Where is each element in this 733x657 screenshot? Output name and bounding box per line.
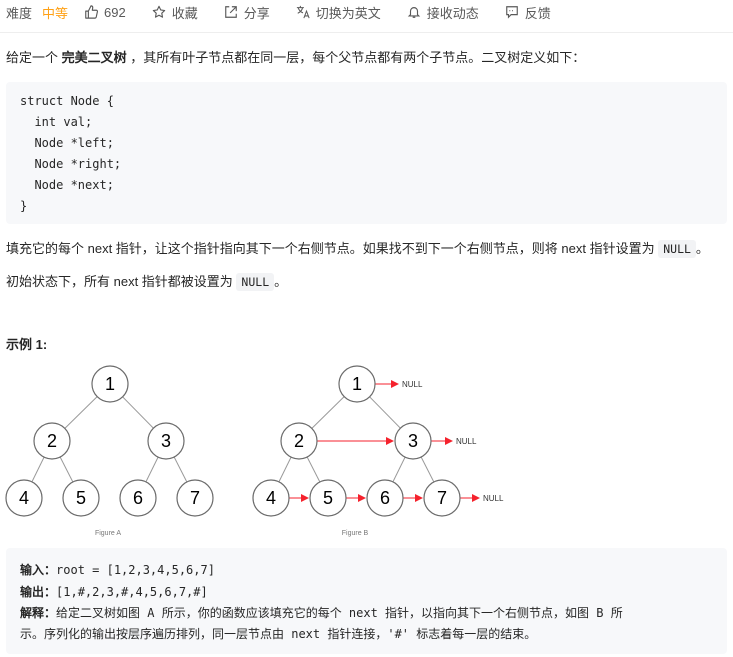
tree-node: 5 (62, 479, 100, 517)
node-label: 3 (161, 431, 171, 451)
thumbs-up-icon (84, 5, 99, 19)
tree-node: 3 (147, 422, 185, 460)
tree-node: 6 (366, 479, 404, 517)
tree-node: 7 (423, 479, 461, 517)
null-label: NULL (402, 380, 423, 389)
description-paragraph-2: 填充它的每个 next 指针，让这个指针指向其下一个右侧节点。如果找不到下一个右… (6, 238, 709, 258)
node-label: 2 (47, 431, 57, 451)
translate-icon (296, 5, 310, 19)
node-label: 4 (19, 488, 29, 508)
tree-node: 6 (119, 479, 157, 517)
desc-text: 。 (274, 274, 288, 289)
switch-language-button[interactable]: 切换为英文 (296, 3, 381, 22)
explanation-label: 解释： (20, 606, 57, 620)
share-label: 分享 (243, 5, 270, 21)
desc-text: 填充它的每个 next 指针，让这个指针指向其下一个右侧节点。如果找不到下一个右… (6, 241, 659, 256)
code-line: } (20, 199, 28, 213)
tree-node: 1 (338, 365, 376, 403)
tree-node: 5 (309, 479, 347, 517)
node-label: 1 (352, 374, 362, 394)
switch-language-label: 切换为英文 (315, 5, 381, 21)
feedback-button[interactable]: 反馈 (505, 3, 551, 22)
tree-node: 7 (176, 479, 214, 517)
desc-text: ，其所有叶子节点都在同一层，每个父节点都有两个子节点。二叉树定义如下： (126, 50, 586, 65)
null-label: NULL (483, 494, 504, 503)
null-code: NULL (236, 273, 275, 291)
input-value: root = [1,2,3,4,5,6,7] (56, 563, 215, 577)
notify-label: 接收动态 (426, 5, 479, 21)
figure-b-caption: Figure B (342, 530, 369, 537)
code-line: Node *next; (20, 178, 114, 192)
notify-button[interactable]: 接收动态 (407, 3, 479, 22)
tree-node: 4 (252, 479, 290, 517)
output-value: [1,#,2,3,#,4,5,6,7,#] (56, 585, 208, 599)
description-paragraph-3: 初始状态下，所有 next 指针都被设置为 NULL。 (6, 271, 288, 291)
feedback-label: 反馈 (524, 5, 551, 21)
tree-node: 2 (280, 422, 318, 460)
input-line: 输入：root = [1,2,3,4,5,6,7] (20, 561, 215, 578)
desc-text: 。 (695, 241, 709, 256)
favorite-label: 收藏 (171, 5, 198, 21)
code-line: struct Node { (20, 94, 114, 108)
tree-node: 1 (91, 365, 129, 403)
perfect-binary-tree-term: 完美二叉树 (61, 50, 127, 65)
favorite-button[interactable]: 收藏 (152, 3, 198, 22)
code-line: int val; (20, 115, 93, 129)
difficulty: 难度 中等 (6, 3, 68, 22)
node-label: 5 (76, 488, 86, 508)
tree-node: 3 (394, 422, 432, 460)
explanation-line-1: 解释：给定二叉树如图 A 所示，你的函数应该填充它的每个 next 指针，以指向… (20, 604, 623, 621)
node-label: 6 (380, 488, 390, 508)
description-paragraph-1: 给定一个 完美二叉树 ，其所有叶子节点都在同一层，每个父节点都有两个子节点。二叉… (6, 48, 585, 68)
code-line: Node *right; (20, 157, 122, 171)
input-label: 输入： (20, 563, 57, 577)
example-io-block: 输入：root = [1,2,3,4,5,6,7] 输出：[1,#,2,3,#,… (6, 548, 727, 654)
tree-node: 2 (33, 422, 71, 460)
node-label: 7 (437, 488, 447, 508)
desc-text: 初始状态下，所有 next 指针都被设置为 (6, 274, 237, 289)
problem-toolbar: 难度 中等 692 收藏 分享 切换为英文 接收动态 反馈 (0, 0, 733, 24)
node-label: 7 (190, 488, 200, 508)
like-button[interactable]: 692 (84, 5, 126, 20)
output-line: 输出：[1,#,2,3,#,4,5,6,7,#] (20, 583, 208, 600)
like-count: 692 (104, 4, 126, 20)
feedback-icon (505, 5, 519, 19)
next-pointer-arrows (289, 380, 480, 502)
explanation-line-2: 示。序列化的输出按层序遍历排列，同一层节点由 next 指针连接，'#' 标志着… (20, 625, 536, 642)
share-icon (224, 5, 238, 19)
star-icon (152, 5, 166, 19)
difficulty-value: 中等 (42, 5, 69, 21)
node-label: 3 (408, 431, 418, 451)
explanation-text: 给定二叉树如图 A 所示，你的函数应该填充它的每个 next 指针，以指向其下一… (56, 606, 623, 620)
null-code: NULL (658, 240, 696, 258)
difficulty-label: 难度 (6, 5, 33, 21)
toolbar-divider (0, 32, 733, 33)
example-1-title: 示例 1: (6, 337, 48, 352)
output-label: 输出： (20, 585, 57, 599)
share-button[interactable]: 分享 (224, 3, 270, 22)
node-label: 1 (105, 374, 115, 394)
node-label: 2 (294, 431, 304, 451)
node-label: 5 (323, 488, 333, 508)
struct-code-block: struct Node { int val; Node *left; Node … (6, 82, 727, 224)
explanation-text: 示。序列化的输出按层序遍历排列，同一层节点由 next 指针连接，'#' 标志着… (20, 627, 537, 641)
bell-icon (407, 5, 421, 19)
figure-a-caption: Figure A (95, 530, 121, 537)
node-label: 4 (266, 488, 276, 508)
desc-text: 给定一个 (6, 50, 62, 65)
code-line: Node *left; (20, 136, 114, 150)
null-label: NULL (456, 437, 477, 446)
tree-figures: 1 2 3 4 5 6 7 Figure A NULL NULL NULL 1 … (5, 365, 504, 537)
tree-node: 4 (5, 479, 43, 517)
figure-a: 1 2 3 4 5 6 7 (5, 365, 214, 517)
figure-b: 1 2 3 4 5 6 7 (252, 365, 461, 517)
node-label: 6 (133, 488, 143, 508)
